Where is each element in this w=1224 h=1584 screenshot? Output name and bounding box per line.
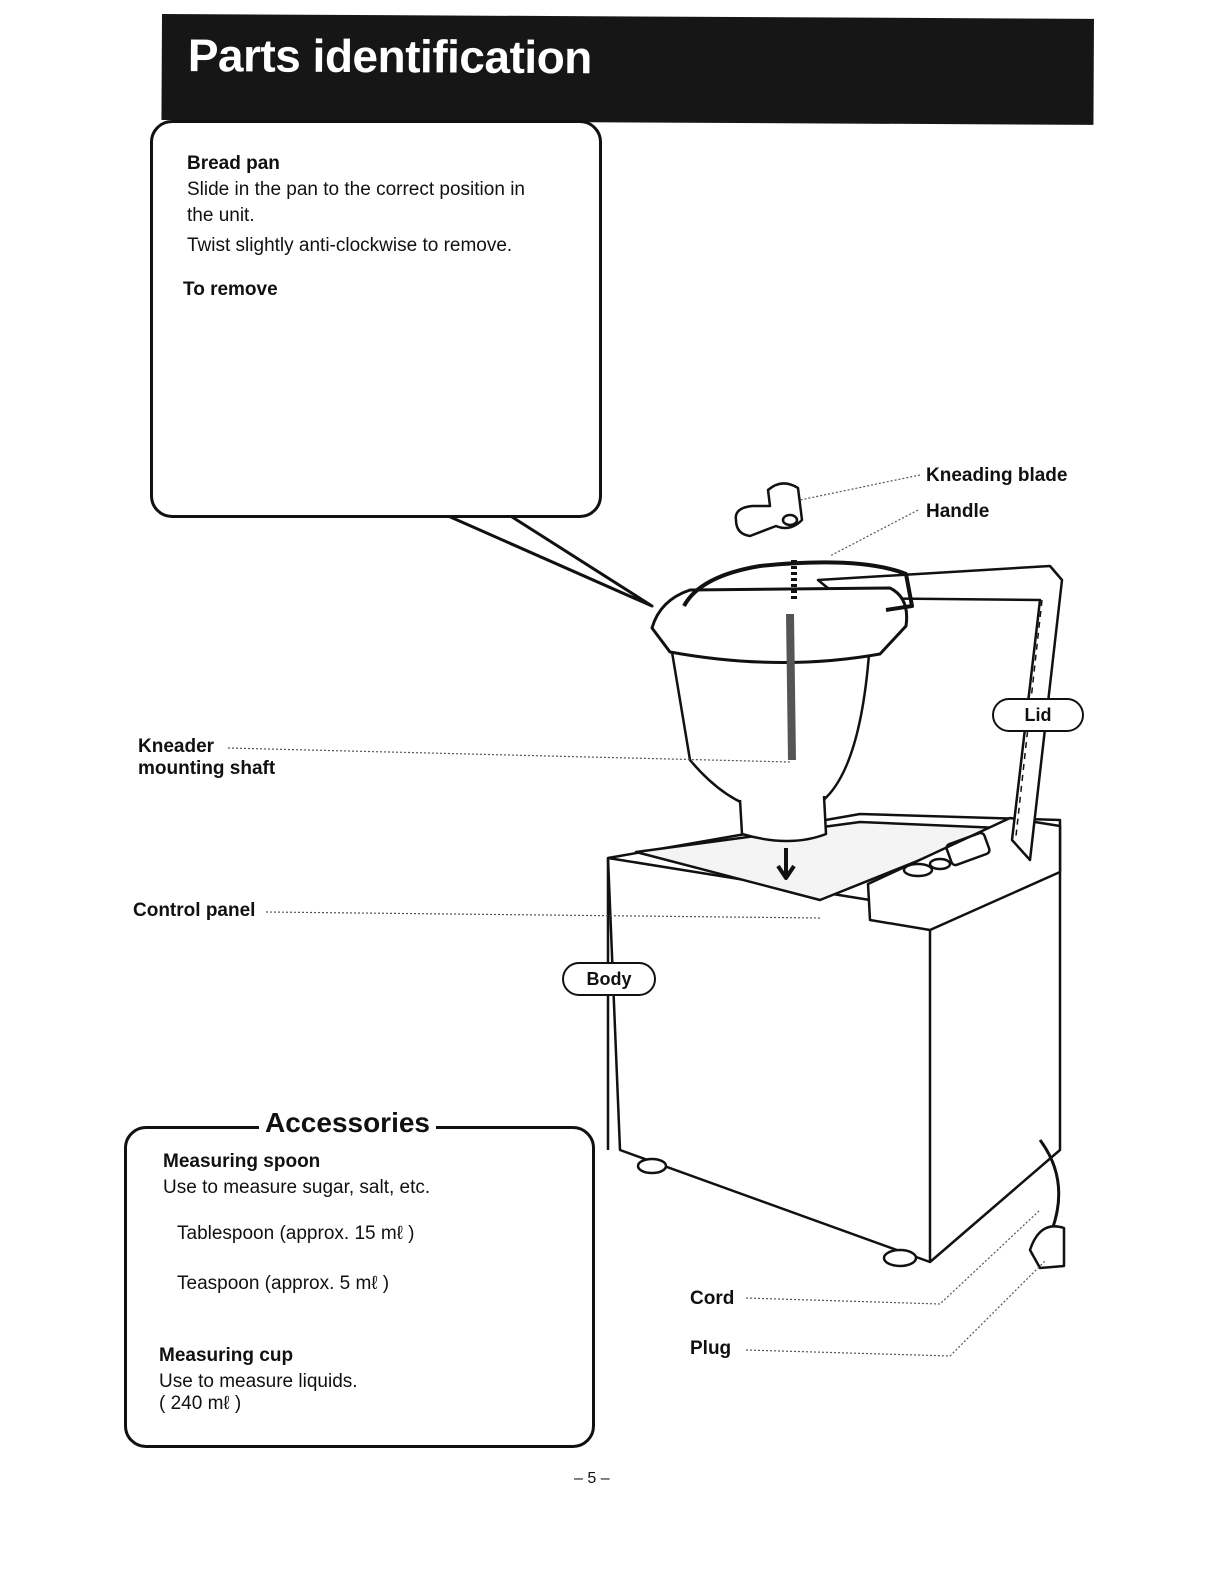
cord-label: Cord: [690, 1288, 735, 1309]
bread-pan-shape: [668, 639, 872, 815]
callout-pointer: [429, 506, 654, 608]
machine-foot: [636, 1157, 668, 1175]
measuring-cup-heading: Measuring cup: [159, 1345, 294, 1366]
control-panel-label: Control panel: [133, 900, 256, 921]
panel-button: [928, 857, 952, 871]
control-panel-shape: [866, 816, 1062, 932]
machine-foot: [882, 1248, 918, 1268]
lid-label: Lid: [992, 698, 1084, 732]
bread-pan-line-3: Twist slightly anti-clockwise to remove.: [187, 235, 513, 256]
bread-pan-line-2: the unit.: [187, 205, 255, 226]
measuring-spoon-heading: Measuring spoon: [163, 1151, 321, 1172]
handle-label: Handle: [926, 501, 990, 522]
plug-shape: [1028, 1225, 1066, 1270]
bread-pan-heading: Bread pan: [187, 153, 280, 174]
teaspoon-label: Teaspoon (approx. 5 mℓ ): [177, 1273, 390, 1294]
page-number: – 5 –: [574, 1470, 610, 1487]
accessories-box: Accessories Measuring spoon Use to measu…: [124, 1107, 595, 1448]
to-remove-heading: To remove: [183, 279, 278, 300]
accessories-title: Accessories: [259, 1107, 437, 1139]
kneader-label-line-1: Kneader: [138, 736, 215, 757]
body-label: Body: [562, 962, 656, 996]
panel-button: [902, 862, 934, 878]
measuring-cup-desc: Use to measure liquids.: [159, 1371, 358, 1392]
kneading-blade-shape: [734, 482, 804, 538]
plug-label: Plug: [690, 1338, 732, 1359]
kneader-label-line-2: mounting shaft: [138, 758, 276, 779]
measuring-cup-volume: ( 240 mℓ ): [159, 1393, 242, 1414]
tablespoon-label: Tablespoon (approx. 15 mℓ ): [177, 1223, 415, 1244]
machine-body: [606, 812, 1062, 1264]
measuring-spoon-desc: Use to measure sugar, salt, etc.: [163, 1177, 431, 1198]
bread-pan-info-box: Bread pan Slide in the pan to the correc…: [150, 120, 602, 518]
display-screen: [945, 831, 991, 867]
bread-pan-line-1: Slide in the pan to the correct position…: [187, 179, 525, 200]
kneading-blade-label: Kneading blade: [926, 465, 1068, 486]
